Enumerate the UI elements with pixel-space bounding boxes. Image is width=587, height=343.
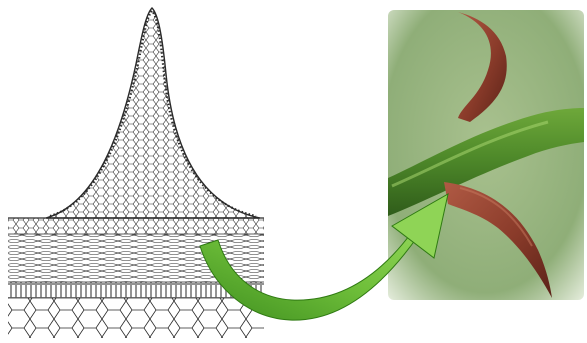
cortex-elongated-layer bbox=[8, 234, 264, 282]
parenchyma-layer bbox=[8, 298, 264, 338]
fibrous-layer bbox=[8, 282, 264, 298]
rose-thorn-photo bbox=[388, 10, 584, 300]
prickle-section-drawing bbox=[6, 4, 268, 338]
epidermis-layer bbox=[8, 218, 264, 234]
